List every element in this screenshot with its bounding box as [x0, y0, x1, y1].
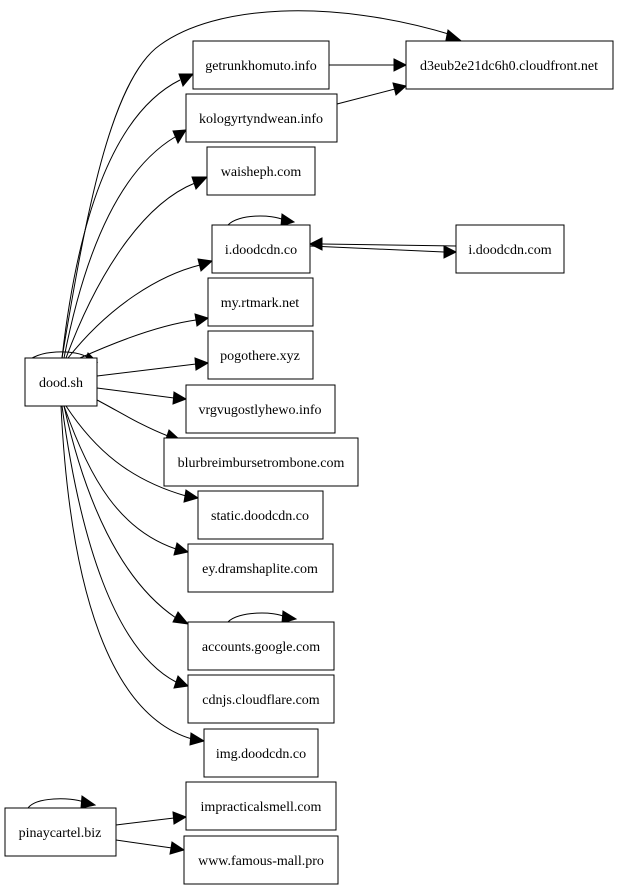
node-famous[interactable]: www.famous-mall.pro — [183, 835, 339, 885]
node-cdnjs[interactable]: cdnjs.cloudflare.com — [187, 674, 335, 724]
edge-dood-blurb — [96, 399, 182, 443]
edge-dood-google — [63, 405, 190, 625]
node-label: blurbreimbursetrombone.com — [178, 456, 345, 471]
node-d3eub[interactable]: d3eub2e21dc6h0.cloudfront.net — [405, 40, 614, 90]
edge-dood-eydram — [63, 405, 190, 556]
node-label: static.doodcdn.co — [211, 509, 309, 524]
edge-dood-getrunk — [61, 73, 195, 359]
node-label: waisheph.com — [221, 165, 302, 180]
node-getrunk[interactable]: getrunkhomuto.info — [192, 40, 330, 90]
node-waisheph[interactable]: waisheph.com — [206, 146, 316, 196]
node-impract[interactable]: impracticalsmell.com — [185, 781, 337, 831]
node-label: d3eub2e21dc6h0.cloudfront.net — [420, 59, 598, 74]
node-rtmark[interactable]: my.rtmark.net — [207, 277, 314, 327]
node-eydram[interactable]: ey.dramshaplite.com — [187, 543, 334, 593]
node-staticdood[interactable]: static.doodcdn.co — [197, 490, 324, 540]
node-label: ey.dramshaplite.com — [202, 562, 318, 577]
edge-dood-cdnjs — [61, 405, 190, 689]
node-label: dood.sh — [39, 376, 83, 391]
edge-dood-imgdood — [60, 405, 206, 746]
node-label: vrgvugostlyhewo.info — [198, 403, 321, 418]
node-idoodcom[interactable]: i.doodcdn.com — [455, 224, 565, 274]
node-label: pogothere.xyz — [220, 349, 300, 364]
edge-dood-waisheph — [65, 176, 209, 359]
node-label: getrunkhomuto.info — [205, 59, 317, 74]
node-vrgvu[interactable]: vrgvugostlyhewo.info — [185, 384, 336, 434]
edge-dood-staticdood — [65, 405, 200, 503]
node-label: i.doodcdn.com — [468, 243, 551, 258]
node-label: i.doodcdn.co — [225, 243, 297, 258]
node-google[interactable]: accounts.google.com — [187, 621, 335, 671]
node-label: my.rtmark.net — [221, 296, 300, 311]
edge-dood-idoodco — [67, 258, 214, 359]
edge-idoodco-self — [227, 213, 296, 227]
edge-dood-kology — [63, 129, 187, 359]
edge-kology-d3eub — [336, 82, 408, 105]
edge-pinay-self — [27, 795, 97, 809]
edge-google-self — [227, 610, 298, 624]
edge-dood-pogothere — [96, 357, 210, 377]
edge-idoodcom-idoodco — [308, 237, 457, 251]
nodes: dood.sh getrunkhomuto.info d3eub2e21dc6h… — [4, 40, 614, 885]
node-pinay[interactable]: pinaycartel.biz — [4, 807, 117, 857]
edge-pinay-impract — [115, 811, 188, 826]
edge-dood-vrgvu — [96, 387, 188, 405]
node-label: img.doodcdn.co — [216, 747, 306, 762]
edge-pinay-famous — [115, 839, 186, 855]
edge-idoodco-idoodcom — [309, 245, 458, 259]
node-label: kologyrtyndwean.info — [199, 112, 323, 127]
edge-getrunk-d3eub — [329, 58, 408, 72]
node-blurb[interactable]: blurbreimbursetrombone.com — [163, 437, 359, 487]
node-imgdood[interactable]: img.doodcdn.co — [203, 728, 319, 778]
node-pogothere[interactable]: pogothere.xyz — [207, 330, 314, 380]
node-dood[interactable]: dood.sh — [24, 357, 98, 407]
node-label: pinaycartel.biz — [19, 826, 102, 841]
edge-dood-rtmark — [79, 313, 210, 359]
node-label: impracticalsmell.com — [201, 800, 322, 815]
node-idoodco[interactable]: i.doodcdn.co — [211, 224, 311, 274]
node-label: cdnjs.cloudflare.com — [202, 693, 320, 708]
edges — [25, 10, 462, 855]
node-kology[interactable]: kologyrtyndwean.info — [185, 93, 338, 143]
node-label: accounts.google.com — [202, 640, 320, 655]
node-label: www.famous-mall.pro — [198, 854, 324, 869]
